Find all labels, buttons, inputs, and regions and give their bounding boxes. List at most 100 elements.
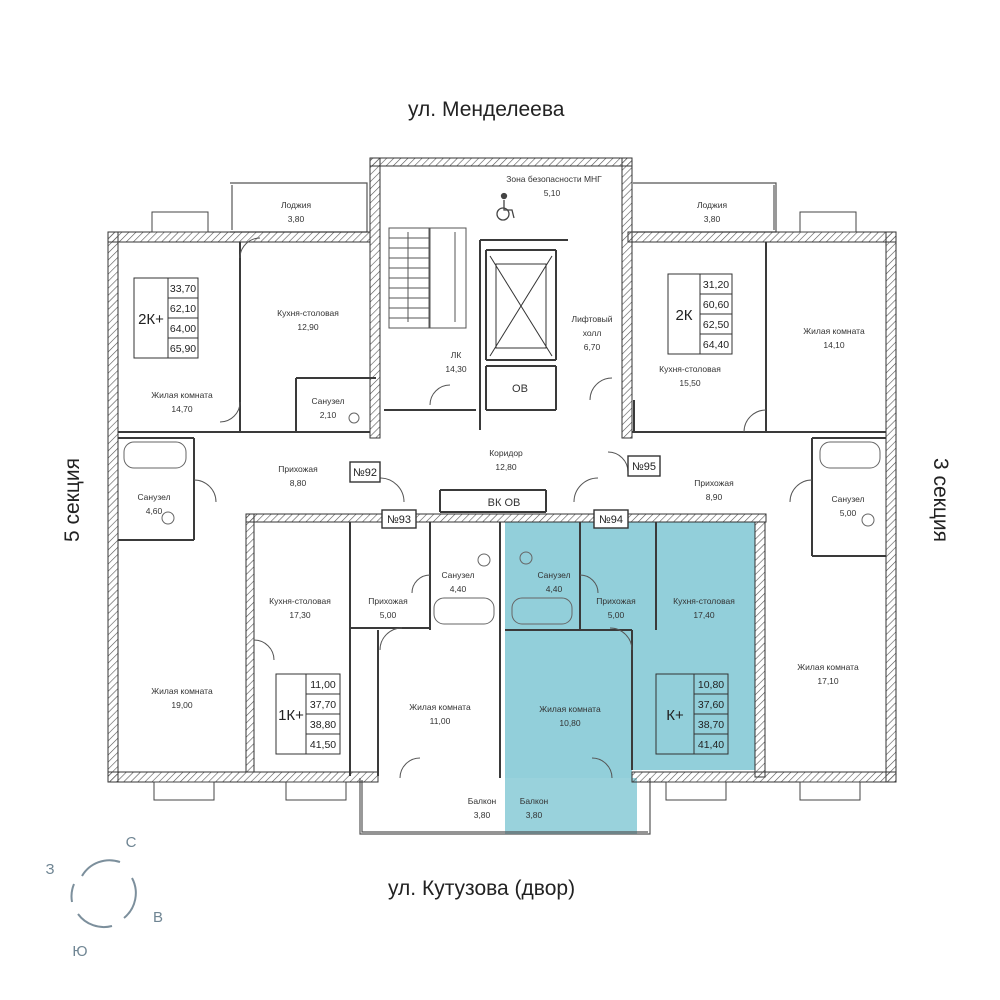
living-94-name: Жилая комната — [539, 704, 601, 714]
hall-92-area: 8,80 — [290, 478, 307, 488]
label-apartments-right_2k-values-2: 62,50 — [703, 319, 729, 331]
compass: С В Ю З — [45, 834, 163, 960]
label-apartments-a94_k-values-3: 41,40 — [698, 739, 724, 751]
bath-small-1-name: Санузел — [311, 396, 344, 406]
living-4-area: 17,10 — [817, 676, 839, 686]
badge-93: №93 — [387, 514, 411, 526]
compass-ring-icon — [70, 859, 137, 929]
apartment-table-right-2k: 2К 31,20 60,60 62,50 64,40 — [667, 273, 733, 355]
lift-hall-name-2: холл — [583, 328, 602, 338]
living-3-name: Жилая комната — [151, 686, 213, 696]
badge-94: №94 — [599, 514, 623, 526]
balcony-94-area: 3,80 — [526, 810, 543, 820]
apartment-table-left-2k: 2К+ 33,70 62,10 64,00 65,90 — [133, 277, 199, 359]
wheelchair-icon — [496, 192, 515, 221]
type-left-2k: 2К+ — [138, 311, 164, 328]
hall-94-area: 5,00 — [608, 610, 625, 620]
apartment-94-highlight[interactable] — [505, 522, 755, 834]
balcony-outlines — [230, 182, 777, 835]
hall-94-name: Прихожая — [596, 596, 636, 606]
exterior-walls — [107, 157, 897, 783]
bath-94-area: 4,40 — [546, 584, 563, 594]
badge-92: №92 — [353, 467, 377, 479]
compass-s: Ю — [72, 943, 87, 960]
hall-93-name: Прихожая — [368, 596, 408, 606]
loggia-right-name: Лоджия — [697, 200, 728, 210]
living-94-area: 10,80 — [559, 718, 581, 728]
living-3-area: 19,00 — [171, 700, 193, 710]
apartment-table-93-1k: 1К+ 11,00 37,70 38,80 41,50 — [275, 673, 341, 755]
lift-hall-name-1: Лифтовый — [571, 314, 612, 324]
fixtures — [123, 412, 881, 625]
loggia-right-area: 3,80 — [704, 214, 721, 224]
bath-right-area: 5,00 — [840, 508, 857, 518]
street-north-label: ул. Менделеева — [408, 98, 565, 121]
label-apartments-right_2k-values-3: 64,40 — [703, 339, 729, 351]
bath-left-name: Санузел — [137, 492, 170, 502]
lift-shaft — [489, 255, 553, 357]
label-apartments-left_2k-values-1: 62,10 — [170, 303, 196, 315]
living-93-name: Жилая комната — [409, 702, 471, 712]
label-apartments-left_2k-values-0: 33,70 — [170, 283, 196, 295]
compass-e: В — [153, 909, 163, 926]
bath-94-name: Санузел — [537, 570, 570, 580]
kitchen-93-name: Кухня-столовая — [269, 596, 331, 606]
vk-ov-label: ВК ОВ — [488, 497, 521, 509]
stairs-name: ЛК — [451, 350, 462, 360]
label-apartments-left_2k-values-3: 65,90 — [170, 343, 196, 355]
label-apartments-a94_k-values-0: 10,80 — [698, 679, 724, 691]
hall-95-area: 8,90 — [706, 492, 723, 502]
door-swings — [193, 237, 813, 779]
bath-left-area: 4,60 — [146, 506, 163, 516]
label-apartments-right_2k-values-1: 60,60 — [703, 299, 729, 311]
label-apartments-left_2k-values-2: 64,00 — [170, 323, 196, 335]
label-apartments-a93_1k-values-2: 38,80 — [310, 719, 336, 731]
corridor-area: 12,80 — [495, 462, 517, 472]
label-apartments-a93_1k-values-0: 11,00 — [310, 679, 336, 691]
label-apartments-a93_1k-values-3: 41,50 — [310, 739, 336, 751]
interior-walls — [118, 239, 886, 778]
living-4-name: Жилая комната — [797, 662, 859, 672]
badge-95: №95 — [632, 461, 656, 473]
room-labels: Лоджия 3,80 Лоджия 3,80 Зона безопасност… — [137, 174, 865, 820]
type-right-2k: 2К — [675, 307, 692, 324]
label-apartments-a94_k-values-2: 38,70 — [698, 719, 724, 731]
type-93: 1К+ — [278, 707, 304, 724]
label-apartments-a93_1k-values-1: 37,70 — [310, 699, 336, 711]
balcony-94-name: Балкон — [520, 796, 549, 806]
kitchen-93-area: 17,30 — [289, 610, 311, 620]
living-1-area: 14,70 — [171, 404, 193, 414]
kitchen-94-name: Кухня-столовая — [673, 596, 735, 606]
bath-small-1-area: 2,10 — [320, 410, 337, 420]
apartment-badges[interactable]: №92 №93 №94 №95 — [349, 455, 661, 529]
stair-flights — [388, 227, 467, 329]
living-93-area: 11,00 — [430, 716, 451, 726]
balcony-93-name: Балкон — [468, 796, 497, 806]
windows — [151, 211, 861, 801]
bath-93-area: 4,40 — [450, 584, 467, 594]
kitchen-1-area: 12,90 — [297, 322, 319, 332]
kitchen-94-area: 17,40 — [693, 610, 715, 620]
stairs-area: 14,30 — [445, 364, 467, 374]
type-94: К+ — [666, 707, 684, 724]
corridor-name: Коридор — [489, 448, 523, 458]
lift-hall-area: 6,70 — [584, 342, 601, 352]
bath-93-name: Санузел — [441, 570, 474, 580]
kitchen-2-area: 15,50 — [679, 378, 701, 388]
apartment-table-94-k: К+ 10,80 37,60 38,70 41,40 — [655, 673, 729, 755]
kitchen-1-name: Кухня-столовая — [277, 308, 339, 318]
label-apartments-right_2k-values-0: 31,20 — [703, 279, 729, 291]
loggia-left-area: 3,80 — [288, 214, 305, 224]
compass-n: С — [126, 834, 137, 851]
ov-top-label: ОВ — [512, 383, 528, 395]
bath-right-name: Санузел — [831, 494, 864, 504]
kitchen-2-name: Кухня-столовая — [659, 364, 721, 374]
balcony-93-area: 3,80 — [474, 810, 491, 820]
hall-93-area: 5,00 — [380, 610, 397, 620]
safety-zone-name: Зона безопасности МНГ — [506, 174, 602, 184]
living-2-name: Жилая комната — [803, 326, 865, 336]
living-2-area: 14,10 — [823, 340, 845, 350]
loggia-left-name: Лоджия — [281, 200, 312, 210]
compass-w: З — [45, 861, 54, 878]
